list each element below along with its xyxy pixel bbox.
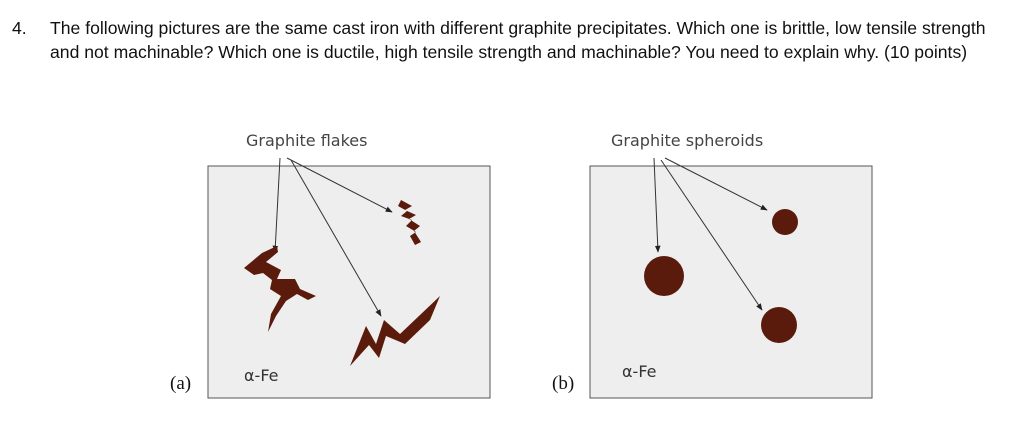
panel-a: Graphite flakes α-Fe (a) [170,131,491,399]
panel-a-arrow-2 [286,157,393,213]
question-text: The following pictures are the same cast… [50,18,986,62]
panel-b: Graphite spheroids α-Fe (b) [552,131,873,399]
panel-b-phase-label: α-Fe [622,362,657,381]
graphite-spheroid-large [644,256,684,296]
graphite-flake-small [398,200,421,245]
panel-a-label: (a) [170,373,191,394]
panel-a-phase-label: α-Fe [244,366,279,385]
panel-b-label: (b) [552,373,574,394]
panel-a-matrix-box [207,165,491,399]
panel-b-arrow-2 [664,157,768,211]
panel-a-arrow-3 [290,159,382,317]
graphite-spheroid-medium [761,307,797,343]
graphite-flake-zigzag [350,296,440,366]
panel-b-matrix-box [589,165,873,399]
graphite-flake-large [244,246,316,332]
question-number: 4. [12,18,27,38]
graphite-spheroid-small [772,209,798,235]
panel-b-arrow-3 [660,159,763,311]
panel-a-caption: Graphite flakes [246,131,367,150]
panel-b-arrow-1 [653,157,661,253]
panel-b-caption: Graphite spheroids [611,131,763,150]
panel-a-arrow-1 [272,157,281,253]
